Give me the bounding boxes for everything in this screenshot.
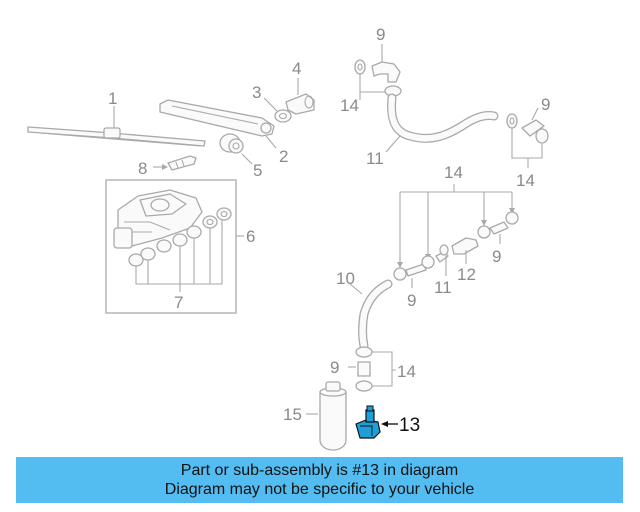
callout-14c: 14 bbox=[444, 163, 463, 182]
lower-connector-part bbox=[355, 346, 373, 392]
callout-9d: 9 bbox=[492, 247, 501, 266]
banner-line-disclaimer: Diagram may not be specific to your vehi… bbox=[164, 481, 475, 498]
info-banner: Part or sub-assembly is #13 in diagram D… bbox=[16, 457, 623, 503]
wiper-blade-part bbox=[27, 126, 206, 147]
callout-14a: 14 bbox=[340, 96, 359, 115]
callout-9e: 9 bbox=[330, 358, 339, 377]
upper-hose-part bbox=[387, 93, 499, 143]
callout-9a: 9 bbox=[376, 25, 385, 44]
callout-14b: 14 bbox=[516, 171, 535, 190]
callout-6: 6 bbox=[246, 227, 255, 246]
callout-2: 2 bbox=[279, 147, 288, 166]
right-connector-part bbox=[506, 113, 549, 144]
callout-14d: 14 bbox=[397, 362, 416, 381]
motor-grommets-part bbox=[128, 207, 232, 267]
banner-line-part-number: Part or sub-assembly is #13 in diagram bbox=[180, 462, 459, 479]
washer-pump-highlighted[interactable] bbox=[355, 405, 381, 439]
check-valve-line-part bbox=[393, 211, 519, 281]
callout-10: 10 bbox=[336, 269, 355, 288]
callout-15: 15 bbox=[283, 405, 302, 424]
wiper-motor-part bbox=[113, 189, 203, 249]
callout-3: 3 bbox=[252, 83, 261, 102]
callout-13: 13 bbox=[399, 415, 420, 436]
upper-connector-part bbox=[354, 59, 402, 97]
callout-4: 4 bbox=[292, 59, 301, 78]
callout-11b: 11 bbox=[434, 278, 452, 297]
callout-7: 7 bbox=[174, 293, 183, 312]
nut-part bbox=[274, 109, 292, 123]
grommet-part bbox=[219, 133, 244, 154]
reservoir-part bbox=[319, 381, 347, 451]
callout-8: 8 bbox=[138, 159, 147, 178]
spray-nozzle-part bbox=[167, 155, 197, 171]
motor-assembly-box bbox=[105, 179, 237, 314]
callout-11a: 11 bbox=[366, 149, 384, 168]
callout-5: 5 bbox=[253, 161, 262, 180]
callout-9b: 9 bbox=[541, 95, 550, 114]
wiper-arm-part bbox=[159, 99, 275, 137]
callout-9c: 9 bbox=[407, 291, 416, 310]
callout-12: 12 bbox=[457, 265, 476, 284]
cap-part bbox=[285, 93, 315, 115]
lower-hose-part bbox=[358, 279, 393, 351]
callout-1: 1 bbox=[108, 89, 117, 108]
